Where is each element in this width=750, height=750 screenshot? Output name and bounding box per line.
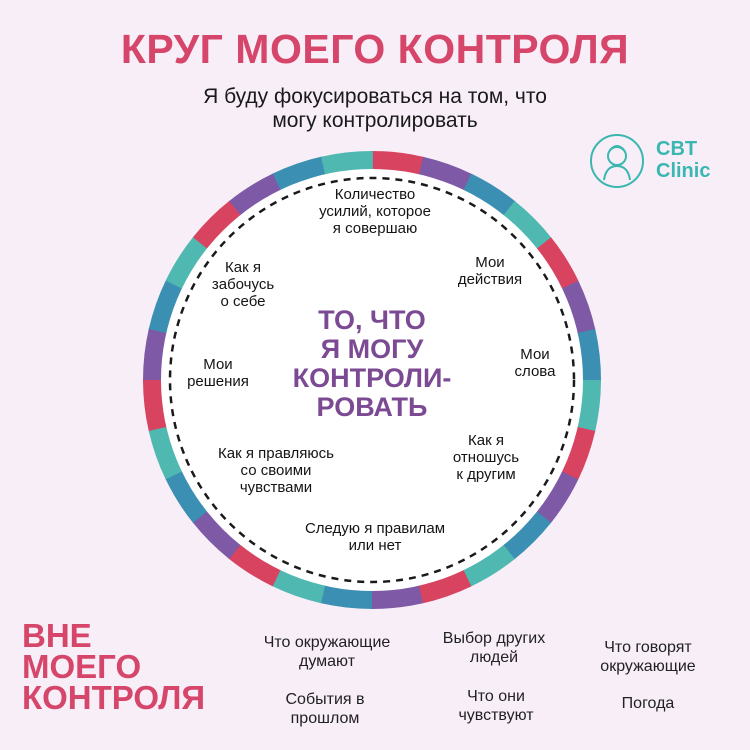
ring-segment [165,469,209,523]
ring-segment [192,200,243,250]
outside-control-title: ВНЕ МОЕГО КОНТРОЛЯ [22,617,206,716]
outside-item-others-say: Что говорят окружающие [600,638,695,676]
outside-item-line: Погода [621,695,675,712]
ring-segment [165,236,210,290]
center-text: ТО, ЧТО Я МОГУ КОНТРОЛИ- РОВАТЬ [293,306,452,422]
circle-item-line: решения [187,373,249,390]
outside-item-line: чувствуют [458,707,534,724]
outside-item-line: окружающие [600,658,696,675]
ring-segment [461,543,515,587]
outside-item-line: События в [285,691,365,708]
circle-item-line: со своими [240,462,312,479]
ring-segment [272,156,327,192]
ring-segment [148,279,185,334]
ring-segment [192,509,242,560]
circle-item-selfcare: Как я забочусь о себе [212,259,274,310]
outside-item-past-events: События в прошлом [286,690,365,728]
outside-item-weather: Погода [622,694,675,713]
ring-segment [501,510,552,560]
circle-item-rules: Следую я правилам или нет [305,520,445,554]
ring-segment [502,200,552,251]
center-line: Я МОГУ [320,334,424,364]
outside-item-line: думают [298,653,356,670]
ring-segment [229,173,283,217]
logo-text: CBT Clinic [656,138,710,182]
circle-item-line: Мои [520,346,550,363]
ring-segment [228,542,282,587]
outside-item-they-feel: Что они чувствуют [458,687,533,725]
circle-item-line: Мои [203,356,233,373]
doctor-portrait-icon [590,134,644,188]
center-line: ТО, ЧТО [318,305,426,335]
outside-title-line: КОНТРОЛЯ [22,679,206,716]
circle-item-line: усилий, которое [319,203,431,220]
circle-item-line: или нет [348,537,402,554]
outside-item-line: людей [469,649,519,666]
circle-item-line: действия [457,271,523,288]
circle-item-others: Как я отношусь к другим [453,432,519,483]
dashed-border [168,176,576,584]
circle-item-line: Количество [334,186,416,203]
circle-item-actions: Мои действия [458,254,522,288]
circle-item-decisions: Мои решения [187,356,249,390]
ring-segment [418,156,473,193]
ring-segment [560,280,596,335]
outside-item-others-think: Что окружающие думают [264,633,391,671]
outside-title-line: МОЕГО [22,648,142,685]
ring-segment [148,425,184,480]
circle-item-line: к другим [456,466,516,483]
subtitle: Я буду фокусироваться на том, что могу к… [0,85,750,133]
circle-item-line: Мои [475,254,505,271]
subtitle-line: могу контролировать [272,109,478,132]
outside-item-line: Что они [467,688,525,705]
ring-segment [417,568,472,604]
circle-item-feelings: Как я правляюсь со своими чувствами [218,445,334,496]
circle-item-line: я совершаю [332,220,418,237]
circle-item-line: чувствами [239,479,313,496]
outside-item-line: Выбор других [442,630,546,647]
circle-item-line: забочусь [211,276,275,293]
center-line: КОНТРОЛИ- [292,363,452,393]
circle-item-line: о себе [220,293,266,310]
ring-segment [559,426,596,481]
center-line: РОВАТЬ [316,392,428,422]
ring-segment [462,173,516,218]
circle-item-line: Следую я правилам [304,520,446,537]
inner-disc [161,169,583,591]
ring-segment [535,237,579,291]
circle-item-words: Мои слова [515,346,556,380]
outside-item-line: Что окружающие [263,634,391,651]
outside-item-line: прошлом [290,710,360,727]
circle-item-effort: Количество усилий, которое я совершаю [319,186,431,237]
outside-title-line: ВНЕ [22,617,92,654]
outer-ring [143,151,601,609]
logo-text-line: CBT [656,138,698,160]
circle-item-line: Как я [225,259,261,276]
circle-item-line: отношусь [452,449,520,466]
main-title: КРУГ МОЕГО КОНТРОЛЯ [120,26,630,72]
circle-item-line: Как я правляюсь [218,445,334,462]
circle-item-line: слова [514,363,556,380]
ring-segment [271,567,326,604]
outside-item-others-choice: Выбор других людей [443,629,545,667]
cbt-clinic-logo: CBT Clinic [590,132,720,192]
outside-item-line: Что говорят [604,639,692,656]
logo-text-line: Clinic [656,160,711,182]
subtitle-line: Я буду фокусироваться на том, что [203,85,547,108]
ring-segment [534,470,579,524]
circle-item-line: Как я [468,432,504,449]
